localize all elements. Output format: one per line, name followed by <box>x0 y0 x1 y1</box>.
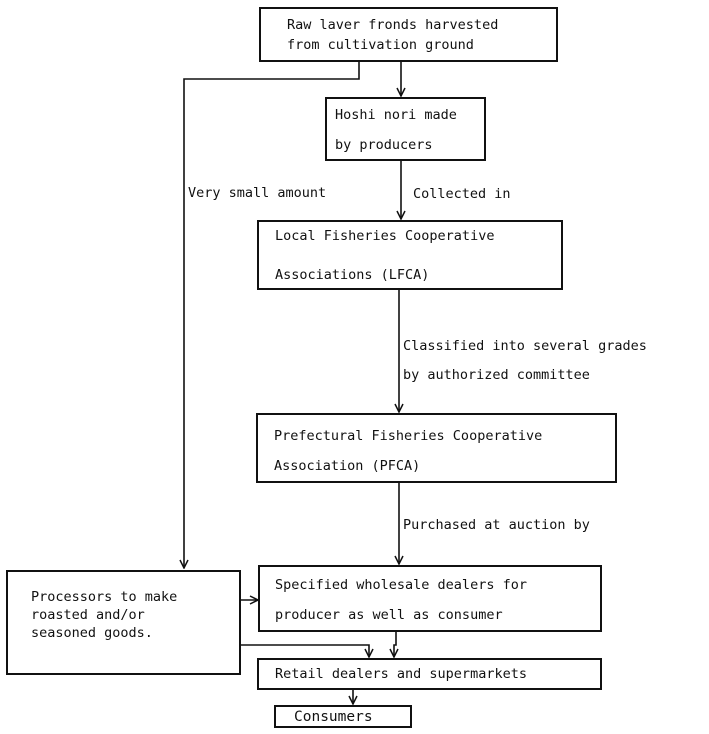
arrow-raw-to-processors <box>184 62 360 568</box>
label-very-small-amount: Very small amount <box>188 185 327 201</box>
node-raw-laver: Raw laver fronds harvested from cultivat… <box>259 7 558 62</box>
label-collected-in: Collected in <box>413 186 511 202</box>
arrow-processors-to-retail <box>241 644 369 657</box>
node-hoshi-nori: Hoshi nori made by producers <box>325 97 486 161</box>
node-consumers-line-1: Consumers <box>294 709 373 725</box>
node-processors-line-2: roasted and/or <box>31 607 145 623</box>
node-wholesale-line-1: Specified wholesale dealers for <box>275 577 527 593</box>
label-classified-line-1: Classified into several grades <box>403 338 647 354</box>
node-lfca-line-2: Associations (LFCA) <box>275 267 430 283</box>
arrow-wholesale-to-retail <box>394 632 396 657</box>
node-pfca: Prefectural Fisheries Cooperative Associ… <box>256 413 617 483</box>
node-retail-line-1: Retail dealers and supermarkets <box>275 666 527 682</box>
label-classified-line-2: by authorized committee <box>403 367 590 383</box>
node-retail: Retail dealers and supermarkets <box>257 658 602 690</box>
node-pfca-line-1: Prefectural Fisheries Cooperative <box>274 428 543 444</box>
node-raw-laver-line-1: Raw laver fronds harvested <box>287 17 499 33</box>
node-processors-line-1: Processors to make <box>31 589 178 605</box>
node-raw-laver-line-2: from cultivation ground <box>287 37 474 53</box>
node-wholesale-line-2: producer as well as consumer <box>275 607 503 623</box>
node-wholesale: Specified wholesale dealers for producer… <box>258 565 602 632</box>
node-hoshi-nori-line-2: by producers <box>335 137 433 153</box>
node-lfca: Local Fisheries Cooperative Associations… <box>257 220 563 290</box>
node-pfca-line-2: Association (PFCA) <box>274 458 421 474</box>
node-consumers: Consumers <box>274 705 412 728</box>
node-hoshi-nori-line-1: Hoshi nori made <box>335 107 457 123</box>
label-purchased: Purchased at auction by <box>403 517 590 533</box>
node-processors: Processors to make roasted and/or season… <box>6 570 241 675</box>
node-lfca-line-1: Local Fisheries Cooperative <box>275 228 495 244</box>
node-processors-line-3: seasoned goods. <box>31 625 153 641</box>
